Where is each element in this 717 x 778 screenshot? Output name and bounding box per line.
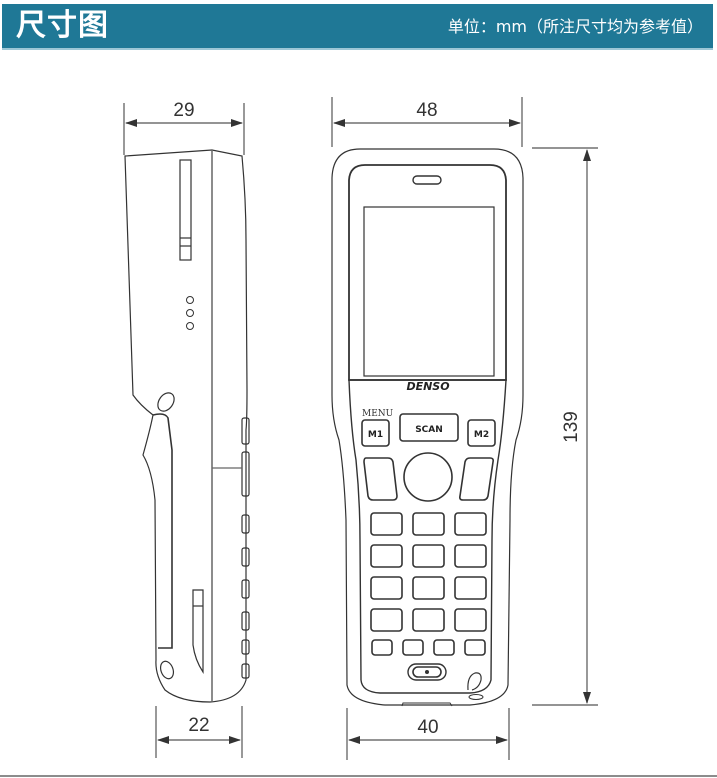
function-keys — [371, 639, 486, 656]
dimension-40 — [346, 708, 510, 760]
left-trigger-key — [363, 457, 398, 501]
dimension-label-40: 40 — [417, 717, 438, 738]
dimension-22 — [155, 706, 243, 758]
side-buttons — [241, 417, 250, 679]
dimension-48 — [331, 97, 523, 147]
dimension-label-22: 22 — [188, 715, 209, 736]
dimension-139 — [532, 147, 598, 706]
power-button — [407, 663, 447, 681]
m2-key — [467, 419, 496, 447]
menu-label: MENU — [362, 409, 394, 419]
dimension-label-139: 139 — [561, 411, 582, 443]
title-banner: 尺寸图 单位：mm（所注尺寸均为参考值） — [2, 4, 713, 50]
page-title: 尺寸图 — [16, 8, 109, 43]
dimension-29 — [123, 103, 245, 155]
bottom-divider — [0, 775, 717, 777]
m2-key-label: M2 — [474, 430, 489, 440]
brand-logo: DENSO — [406, 380, 449, 393]
unit-note: 单位：mm（所注尺寸均为参考值） — [447, 17, 703, 36]
dimension-label-29: 29 — [173, 100, 194, 121]
dimension-label-48: 48 — [416, 100, 437, 121]
m1-key — [361, 419, 390, 447]
side-view — [123, 103, 250, 758]
scan-key-label: SCAN — [415, 425, 443, 435]
numeric-keypad — [370, 512, 487, 632]
scan-key — [399, 413, 459, 442]
m1-key-label: M1 — [368, 430, 383, 440]
nav-key — [403, 452, 453, 502]
right-trigger-key — [459, 457, 494, 501]
front-view — [331, 97, 598, 760]
